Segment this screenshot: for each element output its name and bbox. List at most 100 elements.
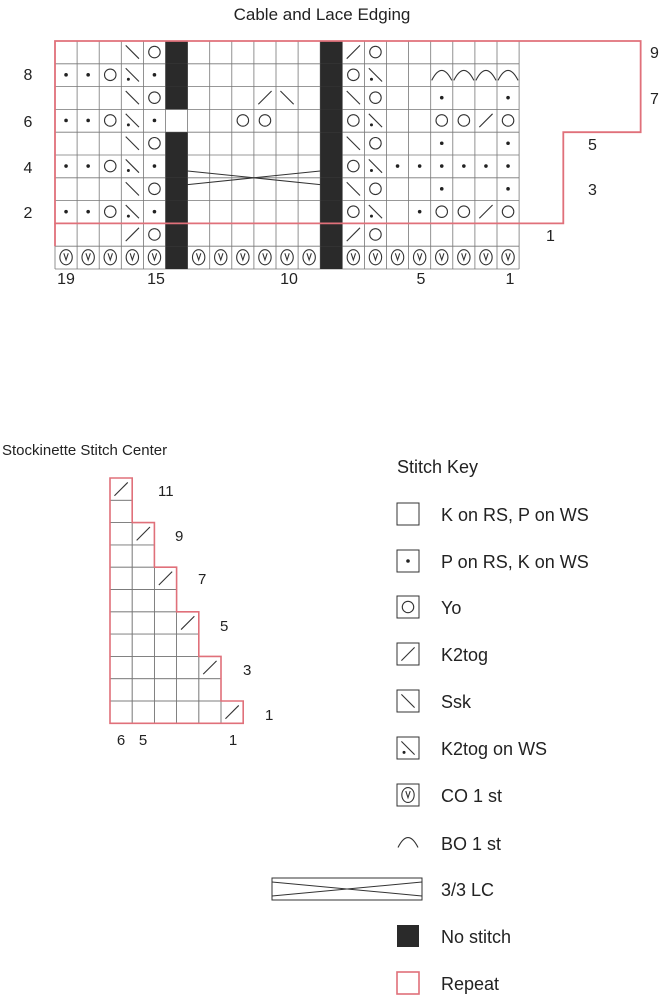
yo-circle-icon [258,114,272,127]
cast-on-icon [191,249,206,266]
stockinette-cell [109,633,133,657]
column-label: 1 [506,271,515,288]
column-label: 1 [229,732,237,749]
purl-dot-icon [417,164,422,168]
no-stitch-cell [320,132,343,155]
stockinette-cell [153,589,177,613]
k2tog-ws-dot-icon [126,77,130,81]
yo-circle-icon [148,228,161,241]
row-label: 8 [24,67,33,84]
purl-dot-icon [152,118,157,123]
stockinette-cell [198,700,222,724]
column-label: 10 [280,271,298,288]
bind-off-arc-icon [397,837,419,848]
purl-dot-icon [64,73,68,77]
cable-key-box [271,877,423,901]
k2tog-ws-slash-icon [125,204,140,219]
cast-on-icon [368,249,383,266]
k2tog-slash-icon [202,660,217,675]
purl-dot-icon [64,164,68,168]
k2tog-ws-slash-icon [368,204,383,219]
co-key-box [396,783,420,807]
no-stitch-cell [165,132,188,155]
yo-circle-icon [501,114,515,127]
cast-on-mark-icon [416,253,423,262]
cast-on-icon [214,249,228,266]
no-stitch-cell [165,86,188,110]
cable-key-line [271,881,423,897]
k2tog-ws-dot-icon [126,214,130,218]
stockinette-cell [153,633,177,657]
key-label: Repeat [441,974,499,994]
stockinette-row-labels: 11 9 7 5 3 1 [158,483,273,724]
purl-dot-icon [506,141,510,146]
stockinette-cell [176,700,200,724]
row-label: 7 [650,91,659,108]
k2tog-ws-dot-icon [369,214,373,218]
cast-on-icon [401,786,415,804]
cast-on-mark-icon [284,253,290,262]
yo-circle-icon [103,159,117,173]
purl-dot-icon [64,209,68,214]
cast-on-icon [103,249,117,266]
no-stitch-cell [165,177,188,201]
no-stitch-cell [320,246,343,269]
row-label: 9 [650,45,659,62]
row-label: 11 [158,483,174,500]
edging-column-labels: 19 15 10 5 1 [57,271,514,288]
cast-on-mark-icon [306,253,312,262]
stockinette-cell [109,544,133,568]
ssk-slash-icon [346,136,361,151]
k2tog-ws-slash-icon [125,159,140,174]
edging-title: Cable and Lace Edging [234,5,411,24]
no-stitch-cell [320,223,343,247]
ssk-slash-icon [280,90,295,105]
purl-dot-icon [86,164,90,168]
cast-on-icon [479,249,493,266]
purl-dot-icon [86,118,90,123]
purl-dot-icon [484,164,488,168]
stockinette-cell [131,633,155,657]
purl-dot-icon [506,187,510,191]
stockinette-cell [109,522,133,546]
key-label: Yo [441,598,461,618]
no-stitch-cell [165,200,188,224]
edging-row-labels: 8 6 4 2 9 7 5 3 1 [24,45,659,245]
purl-dot-icon [439,164,444,168]
yo-circle-icon [347,159,360,173]
yo-circle-icon [103,114,117,127]
key-label: K on RS, P on WS [441,505,589,525]
k2tog-ws-dot-icon [369,77,373,81]
cast-on-mark-icon [63,253,69,262]
stitch-key-title: Stitch Key [397,457,478,477]
cast-on-icon [59,249,73,266]
cast-on-mark-icon [262,253,268,262]
purl-dot-icon [152,209,157,214]
no-stitch-cell [165,223,188,247]
cast-on-icon [280,249,294,266]
yo-circle-icon [148,136,161,150]
yo-circle-icon [103,68,117,82]
no-stitch-cell [320,200,343,224]
ssk-key-box [396,689,420,713]
k2tog-slash-icon [346,45,361,60]
cast-on-mark-icon [195,253,202,262]
purl-dot-icon [462,164,466,168]
k2tog-slash-icon [346,227,361,242]
row-label: 1 [546,228,555,245]
cast-on-mark-icon [439,253,445,262]
bind-off-arc-icon [431,69,453,81]
key-label: K2tog [441,645,488,665]
yo-circle-icon [369,228,382,241]
stockinette-chart-grid [109,477,244,725]
stockinette-cell [176,656,200,680]
cast-on-mark-icon [505,253,511,262]
k2tog-slash-icon [257,90,272,105]
purl-dot-icon [152,164,157,168]
cast-on-icon [501,249,515,266]
purl-dot-icon [152,73,157,77]
row-label: 5 [220,618,228,635]
yo-circle-icon [369,182,382,196]
row-label: 4 [24,160,33,177]
k2tog-ws-slash-icon [368,67,383,82]
